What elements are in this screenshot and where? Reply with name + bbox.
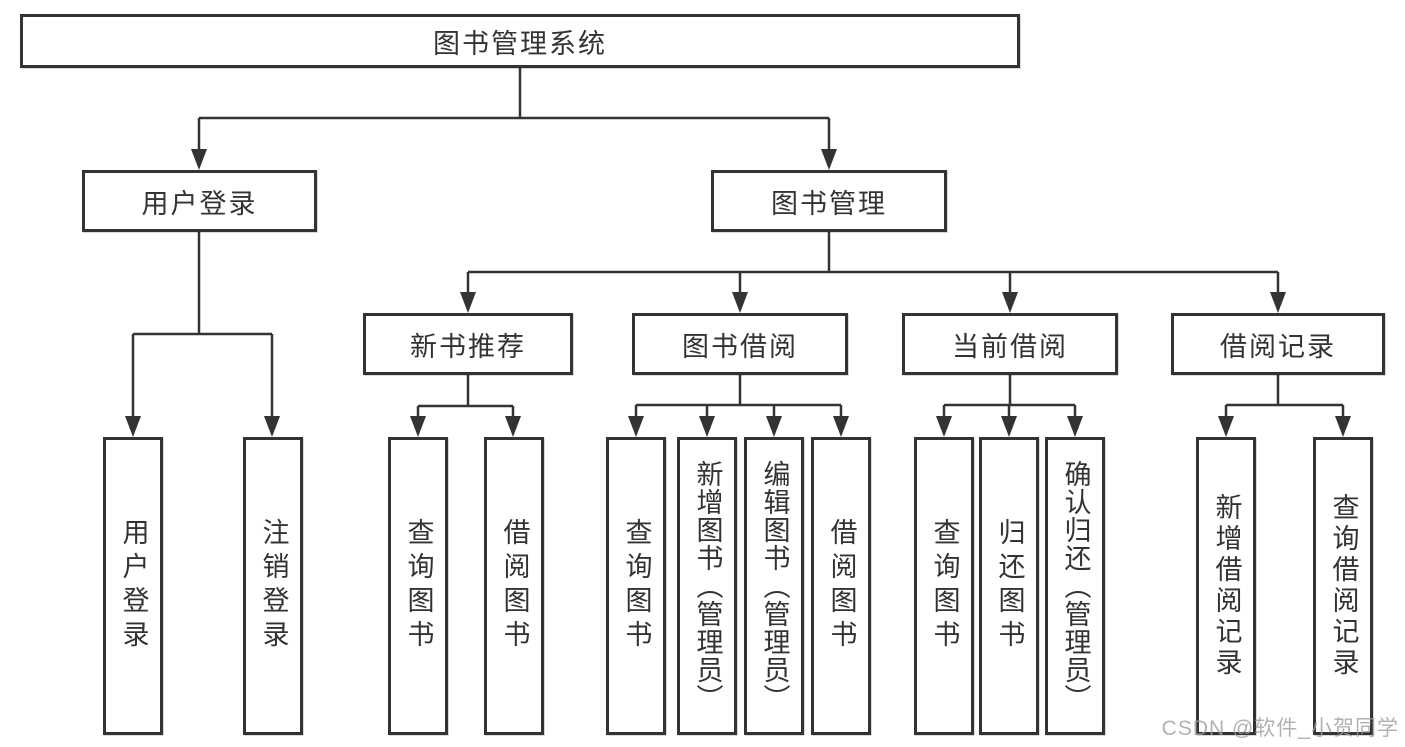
leaf-borrowing-borrow-books: 借阅图书 (811, 437, 871, 735)
leaf-borrowing-edit-books-admin: 编辑图书（管理员） (744, 437, 804, 735)
leaf-current-confirm-return-admin: 确认归还（管理员） (1045, 437, 1105, 735)
leaf-borrowing-query-books: 查询图书 (606, 437, 666, 735)
node-user-login: 用户登录 (82, 170, 317, 232)
leaf-logout: 注销登录 (243, 437, 303, 735)
leaf-records-add-record: 新增借阅记录 (1196, 437, 1256, 735)
leaf-recommend-borrow-books: 借阅图书 (484, 437, 544, 735)
leaf-borrowing-add-books-admin: 新增图书（管理员） (677, 437, 737, 735)
leaf-user-login: 用户登录 (103, 437, 163, 735)
leaf-recommend-query-books: 查询图书 (388, 437, 448, 735)
node-root-system: 图书管理系统 (20, 14, 1020, 68)
leaf-current-return-books: 归还图书 (979, 437, 1039, 735)
watermark-text: CSDN @软件_小贺同学 (1161, 717, 1399, 740)
node-book-borrowing: 图书借阅 (632, 313, 848, 375)
node-book-management: 图书管理 (711, 170, 947, 232)
node-current-borrowing: 当前借阅 (902, 313, 1118, 375)
node-new-book-recommend: 新书推荐 (363, 313, 573, 375)
leaf-records-query-record: 查询借阅记录 (1313, 437, 1373, 735)
node-borrowing-records: 借阅记录 (1171, 313, 1385, 375)
leaf-current-query-books: 查询图书 (914, 437, 974, 735)
